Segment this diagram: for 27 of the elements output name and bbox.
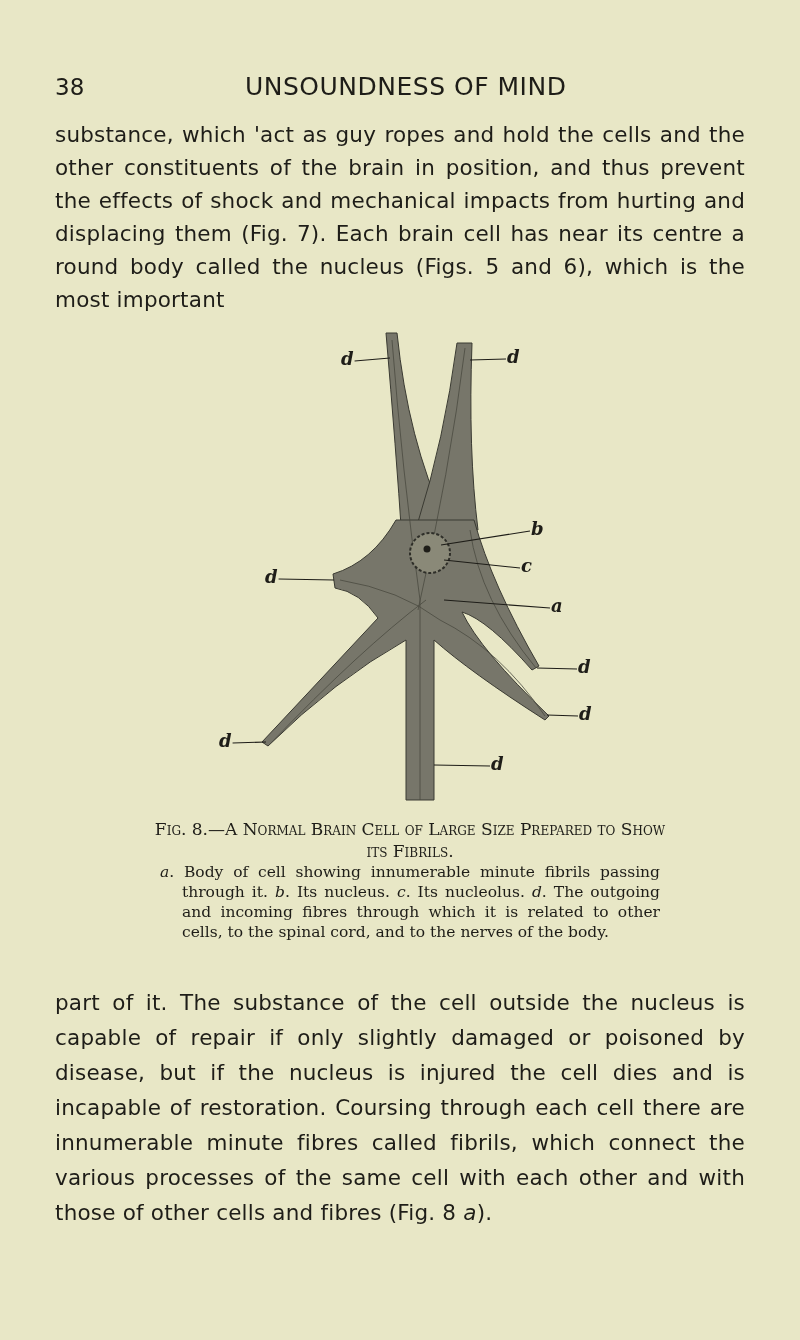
leader-line [536, 667, 578, 670]
callout-letter: a [550, 596, 564, 616]
figure-legend-text: a. Body of cell showing innumerable minute fibrils passing through it. b. Its nucleus. c. Its nucleolus. d. The outgoing and incoming fibres through which it is related to other cells, to the spinal cord, and to the nerves of the body. [160, 862, 660, 942]
leader-line [354, 357, 391, 362]
callout-letter: b [530, 519, 545, 539]
leader-line [433, 764, 491, 767]
body-paragraph: part of it. The substance of the cell outside the nucleus is capable of repair if only slightly damaged or poisoned by disease, but if the nucleus is injured the cell dies and is incapable of restoration. Coursing through each cell there are innumerable minute fibres called fibrils, which connect the various processes of the same cell with each other and with those of other cells and fibres (Fig. 8 a). [55, 989, 745, 1227]
leader-line [469, 358, 507, 361]
callout-letter: d [490, 754, 505, 774]
nerve-cell-drawing [261, 332, 550, 801]
callout-letter: d [340, 349, 355, 369]
callout-letter: d [578, 704, 593, 724]
running-head: UNSOUNDNESS OF MIND [245, 72, 567, 101]
callout-letter: d [506, 347, 521, 367]
callout-letter: c [520, 556, 533, 576]
body-paragraph: substance, which 'act as guy ropes and hold the cells and the other constituents of the brain in position, and thus prevent the effects of shock and mechanical impacts from hurting and displacing them (Fig. 7). Each brain cell has near its centre a round body called the nucleus (Figs. 5 and 6), which is the most important [55, 121, 745, 314]
callout-letter: d [218, 731, 233, 751]
figure-caption: Fig. 8.—A Normal Brain Cell of Large Size Prepared to Show its Fibrils. [153, 818, 667, 862]
leader-line [443, 599, 551, 609]
callout-letter: d [577, 657, 592, 677]
leader-line [232, 741, 267, 744]
callout-letter: d [264, 567, 279, 587]
page-number: 38 [55, 74, 85, 100]
leader-line [278, 578, 335, 581]
leader-line [546, 714, 579, 717]
leader-line [440, 530, 531, 546]
leader-line [443, 559, 521, 569]
